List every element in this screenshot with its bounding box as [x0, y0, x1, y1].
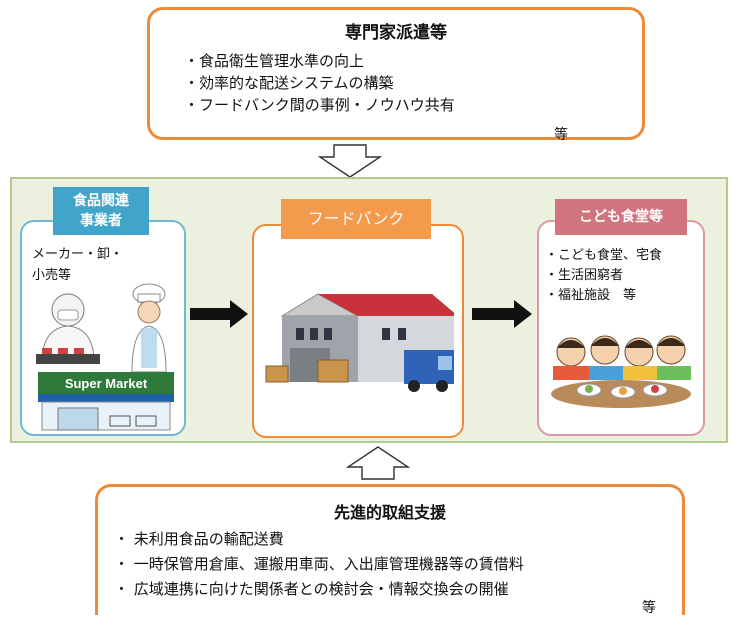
solid-right-arrow-icon — [190, 300, 248, 328]
food-bank-panel — [252, 224, 464, 438]
list-item: ・こども食堂、宅食 — [545, 248, 663, 263]
food-worker-illustration — [36, 293, 100, 364]
list-item: ・福祉施設 等 — [545, 288, 637, 303]
food-business-tag: 食品関連 事業者 — [53, 187, 149, 235]
children-eating-illustration — [551, 335, 691, 408]
list-item: ・ 広域連携に向けた関係者との検討会・情報交換会の開催 — [114, 580, 509, 598]
supermarket-illustration: Super Market — [38, 372, 174, 431]
solid-right-arrow-icon — [472, 300, 532, 328]
list-item: ・フードバンク間の事例・ノウハウ共有 — [184, 96, 455, 114]
food-business-description: メーカー・卸・ 小売等 — [32, 247, 124, 283]
advanced-initiative-box: 先進的取組支援 ・ 未利用食品の輸配送費 ・ 一時保管用倉庫、運搬用車両、入出庫… — [95, 484, 685, 616]
list-item: ・生活困窮者 — [545, 268, 624, 283]
kids-cafeteria-tag: こども食堂等 — [555, 199, 687, 235]
list-item: ・ 一時保管用倉庫、運搬用車両、入出庫管理機器等の賃借料 — [114, 555, 524, 573]
kids-cafeteria-list: ・こども食堂、宅食 ・生活困窮者 ・福祉施設 等 — [545, 246, 662, 306]
expert-dispatch-list: ・食品衛生管理水準の向上 ・効率的な配送システムの構築 ・フードバンク間の事例・… — [184, 50, 455, 116]
expert-dispatch-etc: 等 — [554, 127, 568, 143]
hollow-up-arrow-icon — [346, 446, 410, 480]
advanced-initiative-title: 先進的取組支援 — [333, 503, 446, 522]
expert-dispatch-box: 専門家派遣等 ・食品衛生管理水準の向上 ・効率的な配送システムの構築 ・フードバ… — [147, 7, 645, 143]
expert-dispatch-title: 専門家派遣等 — [345, 23, 447, 43]
warehouse-illustration — [265, 293, 454, 392]
food-business-panel: メーカー・卸・ 小売等 Super Market — [20, 220, 186, 436]
hollow-down-arrow-icon — [318, 144, 382, 178]
chef-illustration — [131, 283, 167, 373]
list-item: ・効率的な配送システムの構築 — [184, 74, 394, 92]
list-item: ・ 未利用食品の輸配送費 — [114, 530, 284, 548]
list-item: ・食品衛生管理水準の向上 — [184, 52, 365, 70]
advanced-initiative-list: ・ 未利用食品の輸配送費 ・ 一時保管用倉庫、運搬用車両、入出庫管理機器等の賃借… — [114, 527, 524, 602]
kids-cafeteria-panel: ・こども食堂、宅食 ・生活困窮者 ・福祉施設 等 — [537, 220, 705, 436]
advanced-initiative-etc: 等 — [642, 600, 656, 616]
supermarket-sign: Super Market — [65, 376, 148, 391]
food-bank-tag: フードバンク — [281, 199, 431, 239]
